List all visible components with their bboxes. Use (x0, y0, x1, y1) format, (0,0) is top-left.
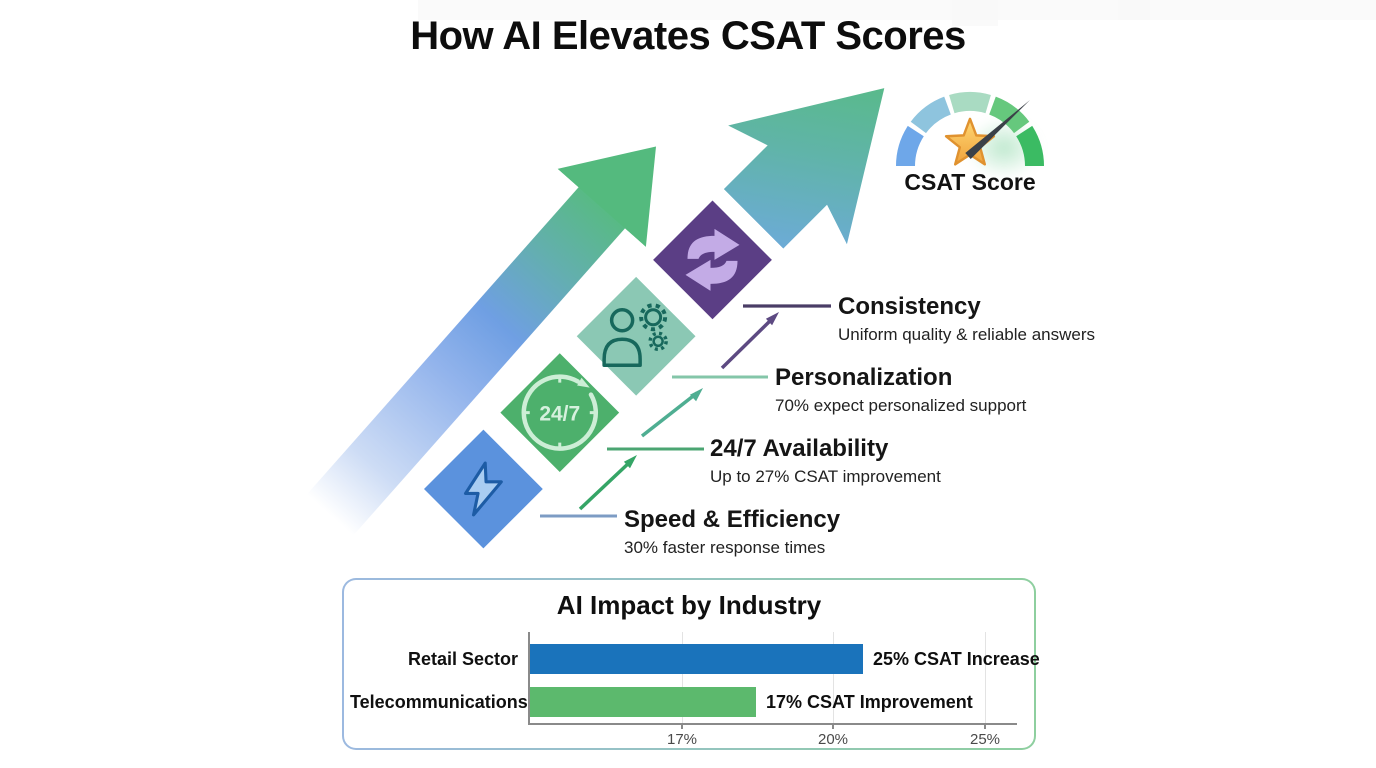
diamond-consistency (653, 200, 772, 320)
industry-chart-panel: AI Impact by Industry Retail Sector Tele… (342, 578, 1040, 750)
clock-24-7-icon: 24/7 (516, 369, 604, 457)
step-speed-efficiency: Speed & Efficiency 30% faster response t… (624, 506, 840, 559)
bar-plot-area: 25% CSAT Increase 17% CSAT Improvement 1… (528, 632, 1040, 748)
step-subtitle: Uniform quality & reliable answers (838, 325, 1095, 344)
gridline (833, 632, 834, 723)
chart-title: AI Impact by Industry (556, 590, 822, 620)
gauge-segment-4 (989, 96, 1030, 134)
gridline (985, 632, 986, 723)
step-title: Speed & Efficiency (624, 506, 841, 533)
bar-value-label: 17% CSAT Improvement (766, 692, 973, 712)
top-artifact (952, 0, 998, 26)
step-subtitle: 70% expect personalized support (775, 396, 1027, 415)
axis-tick (832, 723, 834, 729)
category-label-retail: Retail Sector (407, 649, 518, 669)
gauge-segment-5 (1016, 125, 1044, 166)
step-consistency: Consistency Uniform quality & reliable a… (838, 293, 1095, 346)
step-subtitle: 30% faster response times (624, 538, 826, 557)
bar-value-label: 25% CSAT Increase (873, 649, 1040, 669)
gridline (682, 632, 683, 723)
bar-telecom (530, 687, 756, 717)
diamond-speed (424, 429, 543, 549)
step-title: Consistency (838, 293, 981, 320)
person-gears-icon (600, 303, 672, 369)
gauge-label: CSAT Score (904, 169, 1036, 195)
swap-arrows-icon (673, 228, 751, 291)
diamond-personalization (576, 276, 696, 396)
step-subtitle: Up to 27% CSAT improvement (710, 467, 941, 486)
diamond-availability: 24/7 (500, 353, 620, 473)
gauge-segment-2 (910, 96, 951, 134)
axis-tick (681, 723, 683, 729)
axis-tick (984, 723, 986, 729)
lightning-icon (458, 459, 508, 519)
bar-retail (530, 644, 863, 674)
top-artifact (1118, 0, 1376, 20)
axis-tick-label: 17% (666, 731, 698, 748)
gauge-segment-3 (949, 91, 991, 114)
step-title: 24/7 Availability (710, 435, 889, 462)
gauge-icon (896, 91, 1044, 166)
category-label-telecom: Telecommunications (350, 692, 528, 712)
axis-tick-label: 20% (817, 731, 849, 748)
step-availability: 24/7 Availability Up to 27% CSAT improve… (710, 435, 941, 488)
industry-chart-panel-inner: AI Impact by Industry Retail Sector Tele… (344, 580, 1040, 748)
axis-tick-label: 25% (969, 731, 1001, 748)
gauge-segment-1 (896, 125, 924, 166)
page-title: How AI Elevates CSAT Scores (410, 14, 966, 58)
gauge-needle-icon (965, 100, 1030, 159)
stepped-arrow: 24/7 (424, 36, 936, 549)
clock-24-7-text: 24/7 (539, 403, 580, 426)
step-personalization: Personalization 70% expect personalized … (775, 364, 1026, 417)
step-title: Personalization (775, 364, 953, 391)
